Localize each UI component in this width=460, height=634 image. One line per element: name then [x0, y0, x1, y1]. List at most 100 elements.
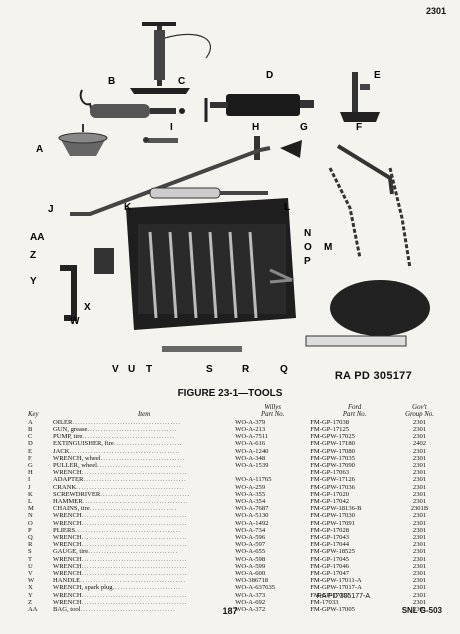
row-key: T	[28, 555, 33, 563]
wrench-h-drawing	[254, 136, 260, 160]
dot-leader: ........................................…	[69, 447, 181, 455]
dot-leader: ........................................	[81, 598, 188, 606]
row-willys-part: WO-A-259	[235, 483, 266, 491]
label-c: C	[178, 76, 185, 87]
row-key: Z	[28, 598, 33, 606]
row-item: WRENCH, spark plug .....................…	[53, 584, 235, 591]
dot-leader: ..................................	[87, 426, 178, 434]
jack-drawing	[340, 72, 380, 122]
row-key: U	[28, 562, 33, 570]
row-item-text: EXTINGUISHER, fire	[53, 440, 114, 448]
row-gov-group: 2301	[412, 598, 427, 606]
row-willys-part: WO-A-379	[235, 418, 266, 426]
row-item: BAG, tool ..............................…	[53, 606, 235, 613]
row-ford-part: FM-GPW-17080	[310, 447, 355, 455]
header-ford-l2: Part No.	[342, 411, 367, 419]
row-key: I	[28, 476, 31, 484]
row-key: B	[28, 426, 33, 434]
label-h: H	[252, 122, 259, 133]
row-ford-part: FM-GP-17063	[310, 469, 350, 477]
row-item: PUMP, tire .............................…	[53, 433, 235, 440]
dot-leader: ........................................	[81, 534, 188, 542]
row-ford-part: FM-GPW-17090	[310, 462, 355, 470]
row-item-text: WRENCH	[53, 591, 82, 599]
wheel-puller-drawing	[280, 140, 302, 158]
label-v: V	[112, 364, 119, 375]
row-ford-part: FM-GPW-17025	[310, 433, 355, 441]
header-item: Item	[138, 411, 151, 419]
label-aa: AA	[30, 232, 44, 243]
row-gov-group: 2301	[412, 606, 427, 614]
label-i: I	[170, 122, 173, 133]
table-row: N WRENCH ................................…	[28, 512, 440, 519]
row-item-text: PUMP, tire	[53, 433, 83, 441]
row-gov-group: 2301	[412, 555, 427, 563]
row-item: EXTINGUISHER, fire .....................…	[53, 440, 235, 447]
row-gov-group: 2301	[412, 570, 427, 578]
row-ford-part: FM-17033	[310, 598, 339, 606]
row-willys-part	[235, 469, 310, 476]
adapter-drawing	[143, 137, 178, 143]
row-willys-part: WO-A-692	[235, 598, 266, 606]
row-willys-part: WO-A-596	[235, 534, 266, 542]
row-item-text: GAUGE, tire	[53, 548, 89, 556]
row-gov-group: 2301	[412, 562, 427, 570]
footer-ra-number: RA PD 305177-A	[316, 593, 370, 600]
row-item: GUN, grease ............................…	[53, 426, 235, 433]
row-key: W	[28, 577, 35, 585]
row-willys-part: WO-A-11765	[235, 476, 272, 484]
row-item: WRENCH .................................…	[53, 592, 235, 599]
row-item-text: HAMMER	[53, 498, 83, 506]
row-item: SCREWDRIVER ............................…	[53, 491, 235, 498]
row-item: HANDLE .................................…	[53, 577, 235, 584]
row-item-text: GUN, grease	[53, 426, 88, 434]
label-d: D	[266, 70, 273, 81]
tire-gauge-drawing	[162, 346, 242, 352]
row-ford-part: FM-GPW-18136-B	[310, 505, 362, 513]
dot-leader: ........................................…	[76, 483, 185, 491]
dot-leader: ........................................	[81, 555, 188, 563]
table-header-row-1: Willys Ford Gov't	[28, 404, 440, 411]
row-item-text: WRENCH, wheel	[53, 454, 101, 462]
row-item-text: BAG, tool	[53, 606, 81, 614]
row-item: OILER ..................................…	[53, 419, 235, 426]
row-ford-part: FM-GPW-18525	[310, 548, 355, 556]
row-gov-group: 2301	[412, 426, 427, 434]
row-key: V	[28, 570, 33, 578]
row-ford-part: FM-GP-17047	[310, 570, 350, 578]
row-gov-group: 2301	[412, 512, 427, 520]
row-item: WRENCH, wheel ..........................…	[53, 455, 235, 462]
row-item: WRENCH .................................…	[53, 512, 235, 519]
row-willys-part: WO-A-213	[235, 426, 266, 434]
label-f: F	[356, 122, 362, 133]
row-ford-part: FM-GP-17028	[310, 526, 350, 534]
dot-leader: ..........................	[112, 584, 182, 592]
label-m: M	[324, 242, 332, 253]
row-item: CHAINS, tire ...........................…	[53, 505, 235, 512]
dot-leader: ........................................	[81, 541, 188, 549]
dot-leader: .................................	[89, 505, 178, 513]
row-item-text: JACK	[53, 447, 70, 455]
row-gov-group: 2301	[412, 483, 427, 491]
pliers-drawing	[269, 268, 293, 284]
footer-page-number: 187	[222, 606, 238, 616]
label-z: Z	[30, 250, 36, 261]
row-item-text: WRENCH	[53, 562, 82, 570]
row-key: N	[28, 512, 33, 520]
row-gov-group: 2301	[412, 418, 427, 426]
label-x: X	[84, 302, 91, 313]
row-gov-group: 2301	[412, 584, 427, 592]
row-key: M	[28, 505, 34, 513]
row-item-text: WRENCH	[53, 555, 82, 563]
row-item-text: WRENCH	[53, 469, 82, 477]
row-willys-part: WO-A-5130	[235, 512, 269, 520]
row-gov-group: 2301	[412, 519, 427, 527]
label-s: S	[206, 364, 213, 375]
dot-leader: ..................................	[100, 490, 191, 498]
